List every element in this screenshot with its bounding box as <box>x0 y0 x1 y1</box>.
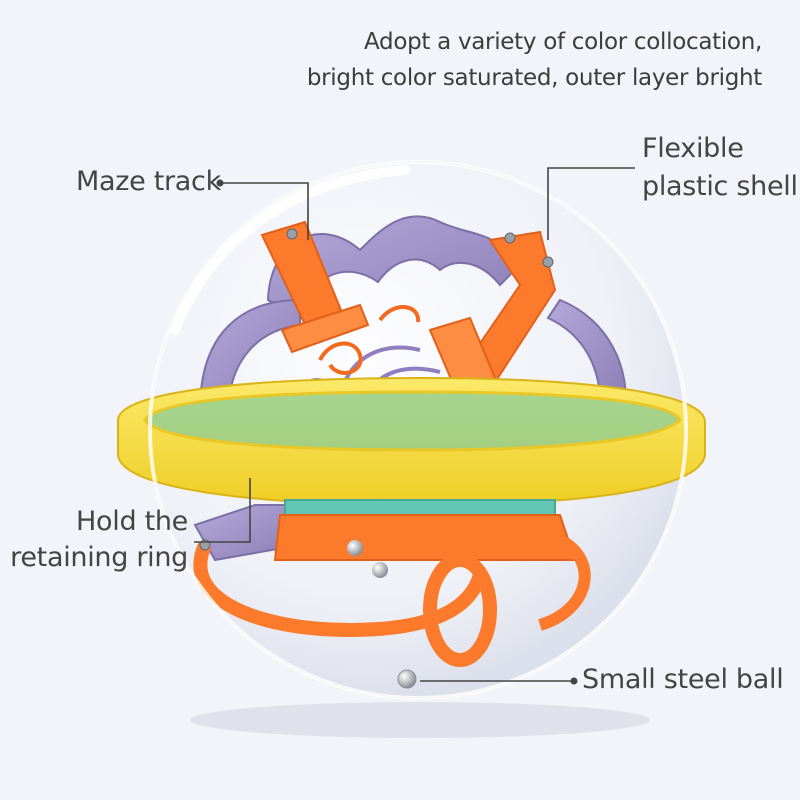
floor-shadow <box>190 702 650 738</box>
plastic-shell-label-line-2: plastic shell <box>642 171 798 202</box>
retaining-ring-line <box>194 478 251 543</box>
small-steel-ball <box>397 669 417 689</box>
plastic-shell-front <box>148 160 688 700</box>
hanging-ball-2 <box>372 562 388 578</box>
plastic-shell-label-line-1: Flexible <box>642 133 744 164</box>
orange-right-loop <box>538 534 591 631</box>
shell-highlight <box>170 165 410 335</box>
plastic-shell-label: Flexible plastic shell <box>642 130 798 206</box>
orange-wire-loops <box>318 305 421 375</box>
retaining-ring-label: Hold the retaining ring <box>4 504 188 576</box>
hanging-ball-1 <box>347 540 363 556</box>
steel-ball-label: Small steel ball <box>582 664 784 695</box>
callout-dots <box>216 179 578 685</box>
headline: Adopt a variety of color collocation, br… <box>307 24 762 96</box>
maze-track-line <box>220 182 309 240</box>
retaining-ring-label-line-2: retaining ring <box>10 542 188 573</box>
orange-lower-base <box>273 514 577 561</box>
headline-line-1: Adopt a variety of color collocation, <box>364 29 762 55</box>
orange-ring-loop <box>423 553 497 667</box>
ring-inner-edge <box>143 390 682 452</box>
maze-track-label: Maze track <box>76 166 221 197</box>
headline-line-2: bright color saturated, outer layer brig… <box>306 65 762 91</box>
retaining-ring-label-line-1: Hold the <box>76 506 188 537</box>
orange-lower-loop <box>193 542 487 638</box>
plastic-shell-line <box>547 167 635 240</box>
callout-lines <box>194 167 635 682</box>
orange-bridge <box>280 303 370 354</box>
